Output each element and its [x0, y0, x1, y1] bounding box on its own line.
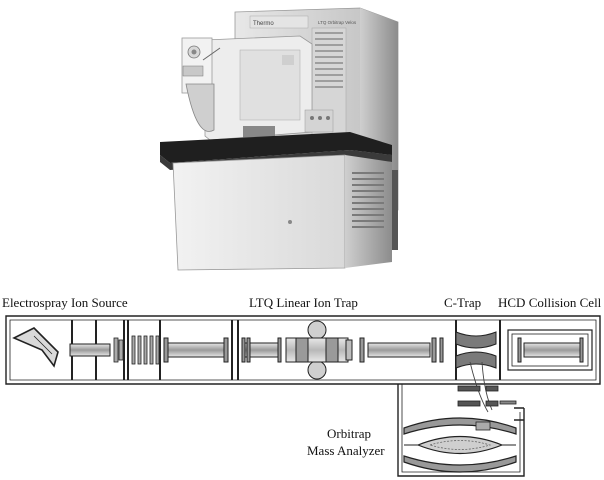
vacuum-chamber-outline — [5, 315, 601, 477]
orbitrap-analyzer — [403, 417, 517, 473]
label-electrospray-ion-source: Electrospray Ion Source — [2, 295, 128, 310]
label-hcd-collision-cell: HCD Collision Cell — [498, 295, 602, 310]
hcd-collision-cell — [507, 329, 593, 371]
instrument-model: LTQ Orbitrap Velos — [318, 20, 357, 25]
electrospray-needle — [12, 327, 59, 368]
schematic-diagram: Electrospray Ion Source LTQ Linear Ion T… — [2, 295, 602, 477]
label-orbitrap: Orbitrap — [327, 426, 371, 441]
ion-optics-plates — [113, 335, 160, 365]
label-ltq-linear-ion-trap: LTQ Linear Ion Trap — [249, 295, 358, 310]
multipole-q0 — [241, 337, 282, 363]
label-mass-analyzer: Mass Analyzer — [307, 443, 385, 458]
instrument-brand: Thermo — [253, 21, 274, 27]
instrument-illustration: Thermo LTQ Orbitrap Velos — [160, 7, 399, 271]
c-trap — [455, 331, 497, 369]
label-c-trap: C-Trap — [444, 295, 481, 310]
transfer-multipole — [359, 337, 444, 363]
multipole-q00 — [163, 337, 229, 363]
injection-optics — [457, 385, 517, 407]
ltq-linear-ion-trap — [285, 320, 353, 380]
transfer-capillary — [69, 343, 111, 357]
